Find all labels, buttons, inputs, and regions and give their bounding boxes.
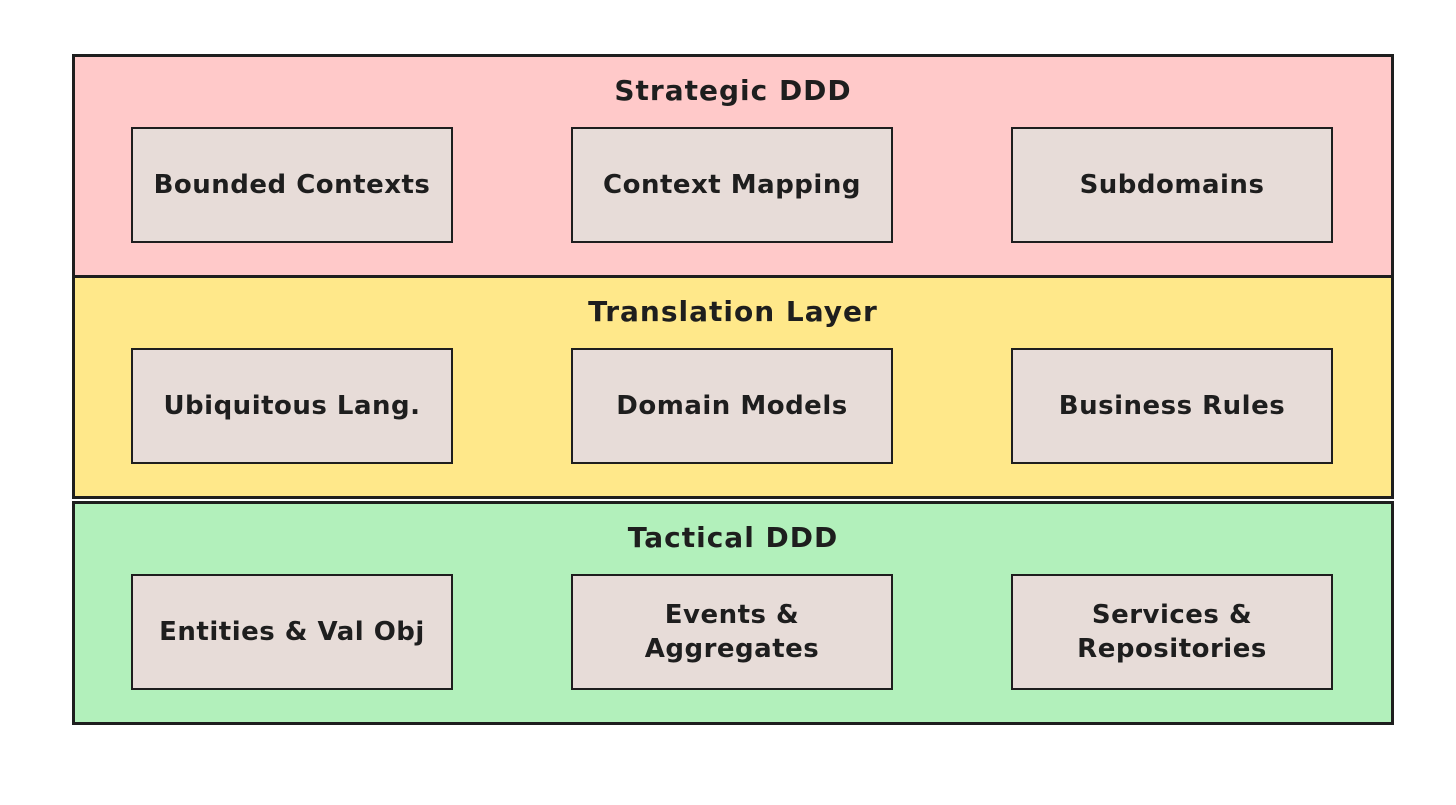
strategic-boxes-row: Bounded Contexts Context Mapping Subdoma… xyxy=(75,127,1391,243)
box-entities-val-obj: Entities & Val Obj xyxy=(131,574,453,690)
box-context-mapping: Context Mapping xyxy=(571,127,893,243)
box-ubiquitous-lang: Ubiquitous Lang. xyxy=(131,348,453,464)
box-bounded-contexts: Bounded Contexts xyxy=(131,127,453,243)
box-domain-models: Domain Models xyxy=(571,348,893,464)
layer-title-translation: Translation Layer xyxy=(588,295,878,328)
ddd-layers-diagram: Strategic DDD Bounded Contexts Context M… xyxy=(72,54,1394,725)
layer-strategic-ddd: Strategic DDD Bounded Contexts Context M… xyxy=(72,54,1394,278)
box-business-rules: Business Rules xyxy=(1011,348,1333,464)
box-services-repositories: Services & Repositories xyxy=(1011,574,1333,690)
layer-translation: Translation Layer Ubiquitous Lang. Domai… xyxy=(72,275,1394,499)
layer-tactical-ddd: Tactical DDD Entities & Val Obj Events &… xyxy=(72,501,1394,725)
translation-boxes-row: Ubiquitous Lang. Domain Models Business … xyxy=(75,348,1391,464)
box-subdomains: Subdomains xyxy=(1011,127,1333,243)
tactical-boxes-row: Entities & Val Obj Events & Aggregates S… xyxy=(75,574,1391,690)
layer-title-strategic-ddd: Strategic DDD xyxy=(614,74,852,107)
box-events-aggregates: Events & Aggregates xyxy=(571,574,893,690)
layer-title-tactical-ddd: Tactical DDD xyxy=(627,521,839,554)
